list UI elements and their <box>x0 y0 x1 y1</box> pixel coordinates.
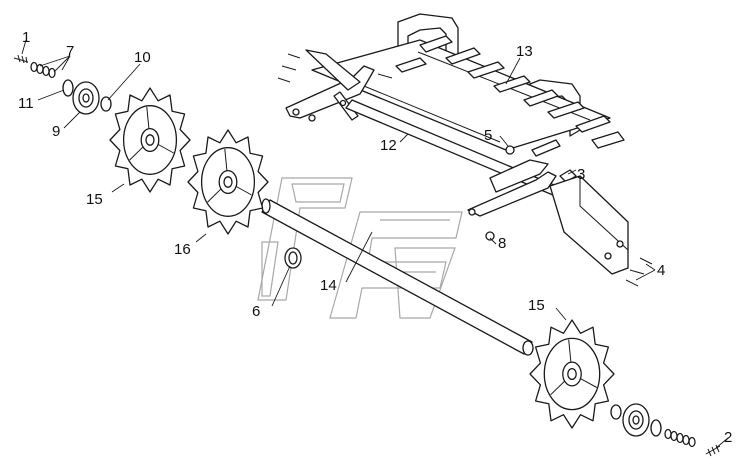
callout-13: 13 <box>516 43 533 60</box>
sprocket-wheel-15-right <box>529 319 615 429</box>
callout-labels: 1 2 3 4 5 6 7 8 9 10 11 12 13 14 15 15 1… <box>18 29 732 446</box>
sprocket-wheel-15-left <box>109 87 191 193</box>
side-plate-4 <box>549 175 629 275</box>
sprocket-wheel-16 <box>187 129 269 235</box>
callout-9: 9 <box>52 123 60 140</box>
callout-5: 5 <box>484 127 492 144</box>
callout-14: 14 <box>320 277 337 294</box>
callout-15-right: 15 <box>528 297 545 314</box>
washer-stack-left <box>30 61 74 97</box>
callout-12: 12 <box>380 137 397 154</box>
callout-15-left: 15 <box>86 191 103 208</box>
callout-11: 11 <box>18 95 34 112</box>
callout-1: 1 <box>22 29 30 46</box>
bearing-left <box>72 81 112 115</box>
shaft-14 <box>261 198 534 356</box>
callout-2: 2 <box>724 429 732 446</box>
bolts <box>13 53 721 457</box>
callout-16: 16 <box>174 241 191 258</box>
callout-7: 7 <box>66 43 74 60</box>
washer-stack-right <box>650 419 696 448</box>
bearing-right <box>610 403 650 437</box>
callout-8: 8 <box>498 235 506 252</box>
callout-10: 10 <box>134 49 151 66</box>
callout-4: 4 <box>657 262 665 279</box>
callout-6: 6 <box>252 303 260 320</box>
leader-lines <box>21 39 729 449</box>
sprocket-wheels <box>109 87 615 429</box>
bracket-arm-right <box>467 139 577 217</box>
callout-3: 3 <box>577 166 585 183</box>
